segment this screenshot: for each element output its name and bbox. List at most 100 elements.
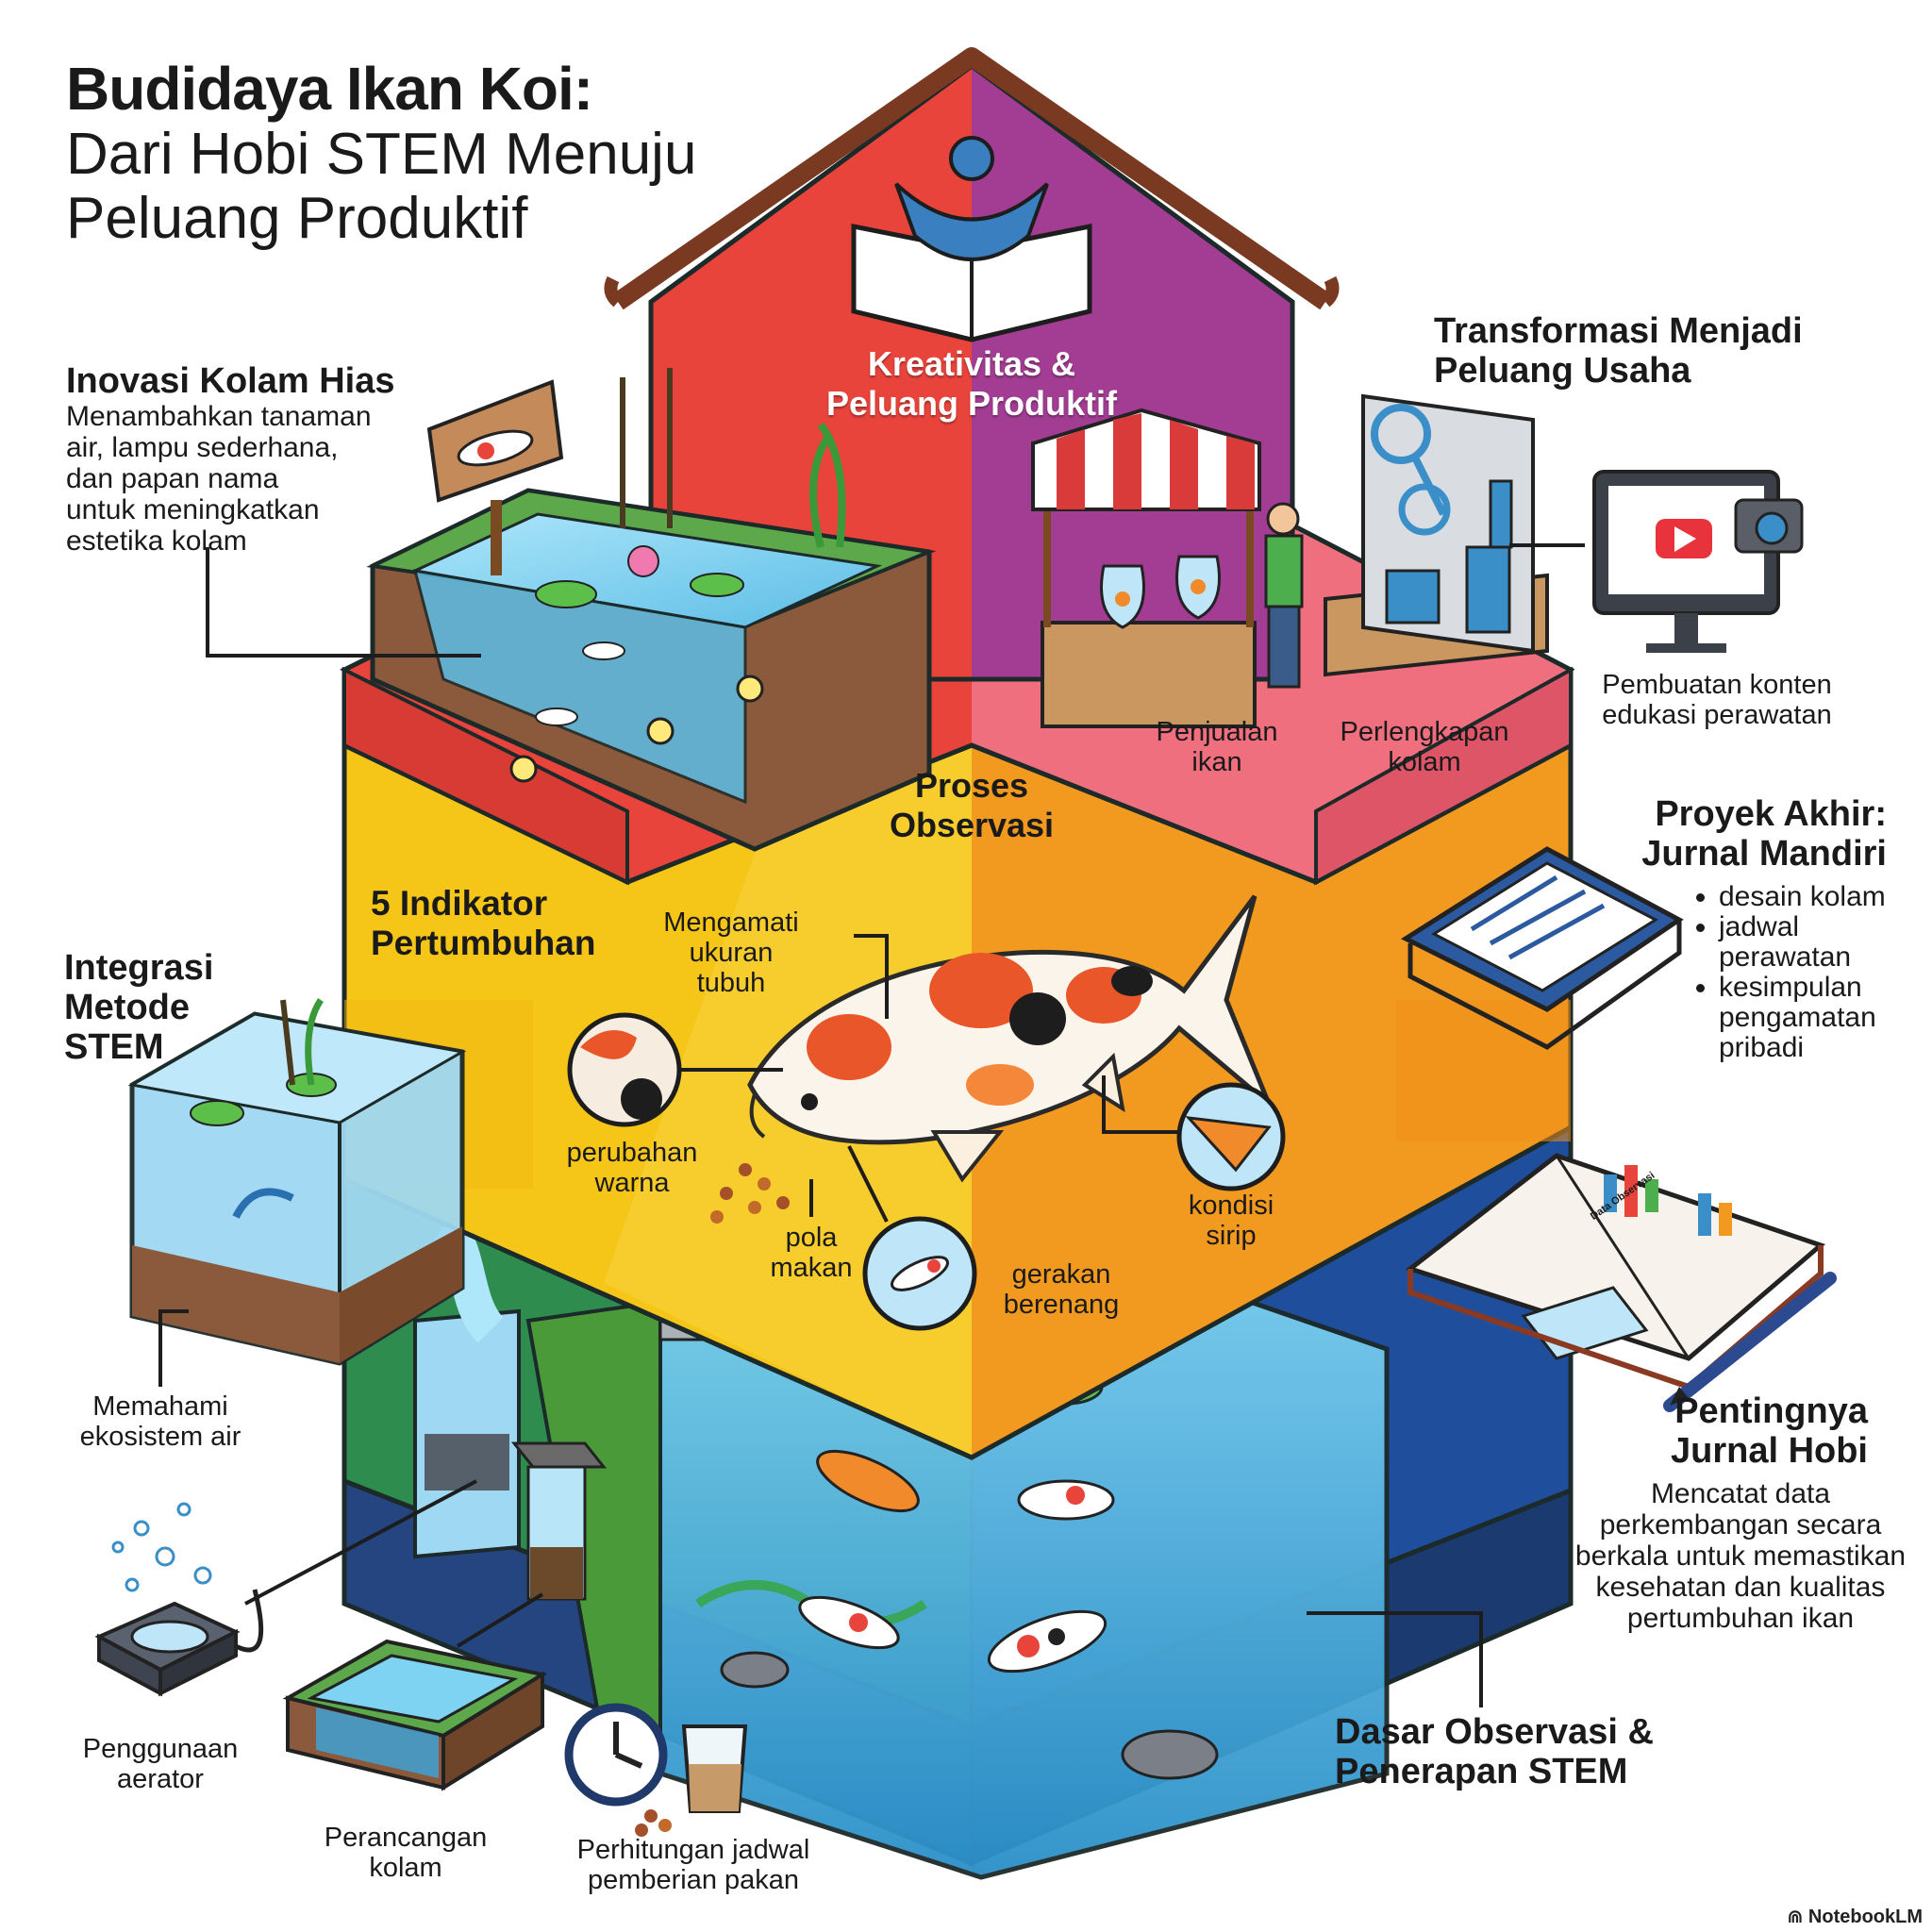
dasar-heading: Dasar Observasi & Penerapan STEM: [1335, 1712, 1731, 1791]
pond-equipment: [1324, 393, 1549, 677]
indicator-feeding-line1: pola: [785, 1223, 838, 1253]
pentingnya-desc-3: kesehatan dan kualitas: [1595, 1572, 1886, 1603]
indicator-fin-line2: sirip: [1206, 1221, 1257, 1251]
title-block: Budidaya Ikan Koi: Dari Hobi STEM Menuju…: [66, 55, 696, 251]
education-logo-icon: [851, 136, 1092, 342]
indicators-heading: 5 Indikator Pertumbuhan: [371, 884, 654, 963]
aerator-label-line1: Penggunaan: [82, 1734, 239, 1764]
dasar-heading-line2: Penerapan STEM: [1335, 1752, 1628, 1791]
inovasi-section: Inovasi Kolam Hias Menambahkan tanaman a…: [66, 361, 462, 557]
inovasi-desc-0: Menambahkan tanaman: [66, 401, 372, 432]
pond-design-icon: [282, 1639, 548, 1791]
inovasi-desc-3: untuk meningkatkan: [66, 494, 320, 525]
equipment-label-line1: Perlengkapan: [1340, 717, 1509, 747]
indicator-size-line1: Mengamati: [663, 908, 799, 938]
notebooklm-brand: ⋒ NotebookLM: [1788, 1905, 1923, 1928]
inovasi-desc-4: estetika kolam: [66, 525, 247, 557]
equipment-label-line2: kolam: [1388, 747, 1461, 777]
measuring-cup-icon: [635, 1724, 748, 1837]
indicator-size-leader: [854, 934, 889, 1019]
aerator-icon: [94, 1502, 264, 1697]
pentingnya-desc-0: Mencatat data: [1650, 1478, 1831, 1509]
fish-stall: [1031, 408, 1261, 728]
feeding-schedule-line2: pemberian pakan: [587, 1865, 800, 1895]
observasi-heading-line2: Observasi: [889, 806, 1055, 844]
aerator-label: Penggunaan aerator: [57, 1734, 264, 1794]
transformasi-heading-line1: Transformasi Menjadi: [1434, 311, 1803, 351]
pentingnya-desc-2: berkala untuk memastikan: [1574, 1541, 1907, 1572]
inovasi-leader: [206, 547, 481, 658]
aerator-label-line2: aerator: [117, 1764, 204, 1794]
indicator-fin-line1: kondisi: [1188, 1191, 1274, 1221]
project-journal-icon: [1400, 846, 1684, 1050]
koi-3: [798, 1595, 900, 1650]
indicator-swim-circle: [847, 1145, 977, 1331]
pentingnya-heading: Pentingnya Jurnal Hobi: [1547, 1391, 1868, 1471]
indicator-fin-label: kondisi sirip: [1170, 1191, 1292, 1251]
koi-signboard-icon: [426, 379, 564, 575]
ecosystem-label-line2: ekosistem air: [79, 1422, 242, 1452]
pentingnya-desc-4: pertumbuhan ikan: [1626, 1603, 1855, 1634]
indicator-size-line2: ukuran: [689, 938, 774, 968]
indicator-size-label: Mengamati ukuran tubuh: [623, 908, 840, 998]
indicator-feeding-label: pola makan: [745, 1223, 877, 1283]
indicator-swim-line1: gerakan: [1011, 1259, 1111, 1290]
ecosystem-tank: [127, 998, 467, 1366]
pentingnya-desc: Mencatat data perkembangan secara berkal…: [1557, 1478, 1924, 1634]
pond-design-leader: [456, 1592, 544, 1648]
central-koi: [747, 894, 1272, 1183]
seller-person: [1264, 502, 1304, 689]
feeding-schedule-line1: Perhitungan jadwal: [576, 1835, 810, 1865]
top-label-line1: Kreativitas &: [867, 344, 1076, 383]
indicator-color-line1: perubahan: [566, 1138, 698, 1168]
brand-icon: ⋒: [1787, 1907, 1808, 1927]
koi-1: [816, 1449, 920, 1513]
koi-2: [1017, 1479, 1115, 1521]
indicator-swim-label: gerakan berenang: [981, 1259, 1141, 1320]
equipment-label: Perlengkapan kolam: [1316, 717, 1533, 777]
stem-heading-line3: STEM: [64, 1027, 164, 1067]
pond-design-label-line2: kolam: [369, 1853, 442, 1883]
decorative-pond: [366, 368, 937, 852]
content-label: Pembuatan konten edukasi perawatan: [1566, 670, 1868, 730]
transformasi-heading: Transformasi Menjadi Peluang Usaha: [1434, 311, 1906, 391]
indicator-color-line2: warna: [594, 1168, 670, 1198]
content-label-line2: edukasi perawatan: [1602, 700, 1832, 730]
title-line1: Budidaya Ikan Koi:: [66, 55, 593, 123]
indicator-feeding-line2: makan: [770, 1253, 853, 1283]
stall-label: Penjualan ikan: [1104, 717, 1330, 777]
title-line2: Dari Hobi STEM Menuju: [66, 122, 697, 187]
food-pellets: [710, 1163, 790, 1224]
proyek-item-0: desain kolam: [1719, 882, 1932, 912]
ecosystem-label: Memahami ekosistem air: [52, 1391, 269, 1452]
pond-design-label: Perancangan kolam: [292, 1823, 519, 1883]
clock-icon: [564, 1703, 668, 1807]
indicator-fin-circle: [1102, 1075, 1286, 1191]
indicator-color-label: perubahan warna: [542, 1138, 722, 1198]
stem-heading: Integrasi Metode STEM: [64, 948, 309, 1067]
pentingnya-heading-line1: Pentingnya: [1674, 1391, 1868, 1431]
ecosystem-label-line1: Memahami: [92, 1391, 228, 1422]
indicator-size-line3: tubuh: [696, 968, 766, 998]
stall-label-line2: ikan: [1191, 747, 1242, 777]
pond-design-label-line1: Perancangan: [324, 1823, 488, 1853]
indicator-color-circle: [567, 1012, 783, 1127]
inovasi-desc-2: dan papan nama: [66, 463, 279, 494]
koi-4: [987, 1609, 1108, 1674]
feeding-schedule-label: Perhitungan jadwal pemberian pakan: [542, 1835, 844, 1895]
stall-label-line1: Penjualan: [1156, 717, 1278, 747]
dasar-leader: [1307, 1611, 1483, 1707]
proyek-heading-line1: Proyek Akhir:: [1655, 794, 1887, 834]
indicators-heading-line1: 5 Indikator: [371, 884, 548, 923]
stem-heading-line2: Metode: [64, 988, 190, 1027]
indicator-swim-line2: berenang: [1003, 1290, 1120, 1320]
observasi-heading-line1: Proses: [914, 766, 1029, 805]
ecosystem-leader: [158, 1309, 189, 1387]
pentingnya-heading-line2: Jurnal Hobi: [1670, 1431, 1868, 1471]
aerator-leader: [244, 1479, 477, 1606]
pentingnya-desc-1: perkembangan secara: [1599, 1509, 1882, 1541]
